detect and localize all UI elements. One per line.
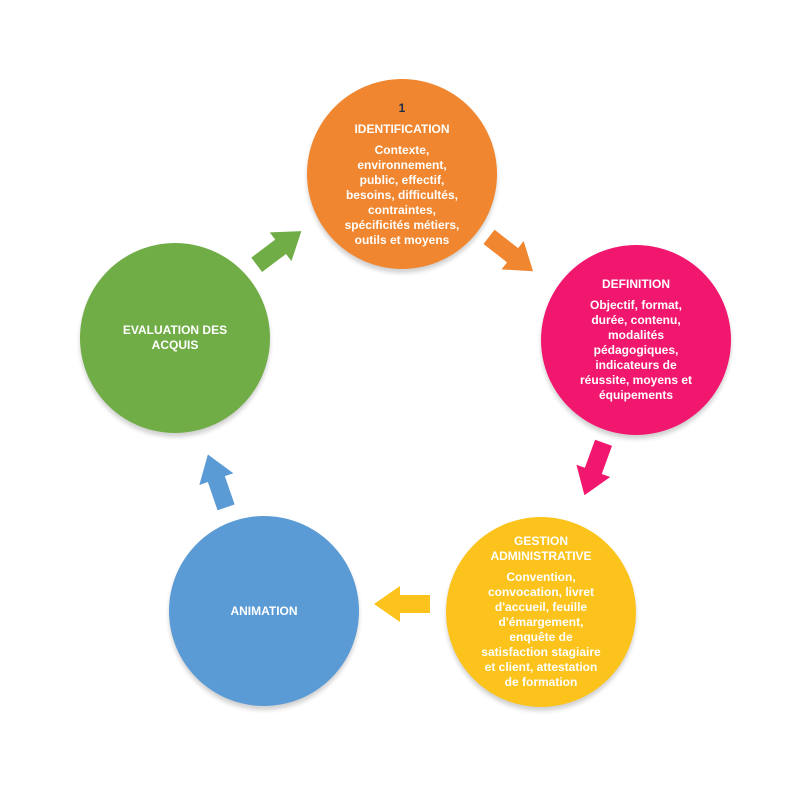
- arrow-identification-to-definition: [478, 223, 544, 286]
- step-title: ANIMATION: [230, 603, 298, 618]
- step-description: Objectif, format, durée, contenu, modali…: [579, 298, 693, 402]
- arrow-right-icon: [251, 231, 302, 273]
- step-definition: DEFINITION Objectif, format, durée, cont…: [541, 245, 731, 435]
- step-number: 1: [398, 100, 406, 115]
- arrow-right-icon: [576, 439, 613, 496]
- step-animation: ANIMATION: [169, 516, 359, 706]
- arrow-right-icon: [374, 586, 430, 622]
- arrow-right-icon: [199, 454, 235, 511]
- arrow-animation-to-evaluation: [191, 449, 243, 514]
- arrow-gestion-to-animation: [374, 586, 430, 622]
- step-description: Convention, convocation, livret d'accuei…: [481, 570, 601, 689]
- arrow-right-icon: [483, 229, 534, 272]
- arrow-definition-to-gestion: [568, 437, 621, 502]
- step-title: GESTION ADMINISTRATIVE: [490, 534, 592, 563]
- step-description: Contexte, environnement, public, effecti…: [344, 142, 460, 247]
- step-title: DEFINITION: [602, 277, 670, 291]
- step-gestion-administrative: GESTION ADMINISTRATIVE Convention, convo…: [446, 517, 636, 707]
- step-evaluation-des-acquis: EVALUATION DES ACQUIS: [80, 243, 270, 433]
- arrow-evaluation-to-identification: [246, 217, 312, 279]
- step-identification: 1 IDENTIFICATION Contexte, environnement…: [307, 79, 497, 269]
- step-title: IDENTIFICATION: [354, 121, 450, 136]
- step-title: EVALUATION DES ACQUIS: [122, 323, 228, 352]
